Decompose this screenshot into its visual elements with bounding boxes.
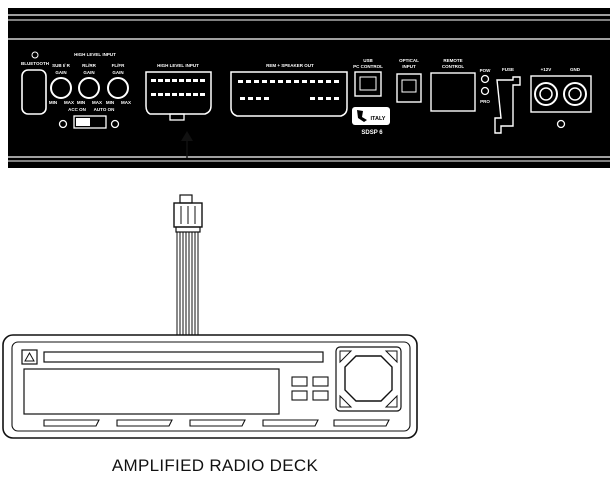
gain-sub-label: SUB I/ R bbox=[52, 63, 71, 68]
gain-label-2: GAIN bbox=[83, 70, 94, 75]
usb-port-inner bbox=[359, 76, 377, 91]
high-level-cable bbox=[173, 194, 203, 335]
gnd-terminal[interactable] bbox=[563, 82, 587, 106]
high-level-input-latch bbox=[169, 113, 185, 121]
optical-input-port[interactable] bbox=[396, 73, 422, 103]
gain-knob-fl[interactable] bbox=[107, 77, 129, 99]
nav-pad-center[interactable] bbox=[344, 355, 393, 402]
optical-label: OPTICAL bbox=[399, 58, 419, 63]
min-label-1: MIN bbox=[49, 100, 57, 105]
gain-rl-label: RL/RR bbox=[82, 63, 96, 68]
acc-auto-switch[interactable] bbox=[73, 115, 107, 129]
max-label-1: MAX bbox=[64, 100, 74, 105]
preset-button-a[interactable] bbox=[291, 376, 308, 387]
fuse-label: FUSE bbox=[502, 67, 514, 72]
gain-knob-rl[interactable] bbox=[78, 77, 100, 99]
remote-control-port[interactable] bbox=[430, 72, 476, 112]
high-level-input-connector bbox=[145, 71, 212, 115]
bottom-button-3[interactable] bbox=[189, 419, 246, 427]
radio-deck-caption: AMPLIFIED RADIO DECK bbox=[111, 456, 319, 475]
gain-label-1: GAIN bbox=[55, 70, 66, 75]
italy-label: ITALY bbox=[371, 116, 386, 122]
rem-speaker-out-connector bbox=[230, 71, 348, 117]
high-level-input-pins bbox=[151, 79, 205, 96]
radio-inner-frame bbox=[11, 341, 411, 432]
nav-arrow-down-right-icon[interactable] bbox=[384, 394, 398, 408]
min-label-2: MIN bbox=[77, 100, 85, 105]
acc-auto-switch-slider bbox=[76, 118, 90, 126]
auto-on-label: AUTO ON bbox=[94, 107, 115, 112]
plus12v-terminal[interactable] bbox=[534, 82, 558, 106]
bottom-button-4[interactable] bbox=[262, 419, 319, 427]
nav-arrow-up-left-icon[interactable] bbox=[339, 350, 353, 364]
cable-boot bbox=[175, 226, 201, 233]
gain-knob-sub[interactable] bbox=[50, 77, 72, 99]
plus12v-terminal-inner bbox=[539, 87, 553, 101]
preset-button-c[interactable] bbox=[291, 390, 308, 401]
acc-on-label: ACC ON bbox=[68, 107, 86, 112]
preset-button-d[interactable] bbox=[312, 390, 329, 401]
fuse-holder bbox=[494, 76, 521, 134]
model-label: SDSP 6 bbox=[361, 130, 383, 136]
power-terminal-block bbox=[530, 75, 592, 113]
input-label: INPUT bbox=[402, 64, 416, 69]
gain-label-3: GAIN bbox=[112, 70, 123, 75]
nav-pad-frame bbox=[335, 346, 402, 412]
bluetooth-icon bbox=[31, 51, 39, 59]
bluetooth-antenna bbox=[21, 69, 47, 115]
bottom-button-2[interactable] bbox=[116, 419, 173, 427]
nav-arrow-down-left-icon[interactable] bbox=[339, 394, 353, 408]
usb-port[interactable] bbox=[354, 71, 382, 97]
pc-control-label: PC CONTROL bbox=[353, 64, 383, 69]
gnd-terminal-inner bbox=[568, 87, 582, 101]
radio-outer-frame bbox=[2, 334, 418, 439]
connection-arrow bbox=[181, 131, 193, 158]
plus12v-label: +12V bbox=[541, 67, 552, 72]
cable-plug-tab bbox=[179, 194, 193, 204]
screw-left-1 bbox=[58, 119, 68, 129]
bottom-button-1[interactable] bbox=[43, 419, 100, 427]
pro-label: PRO bbox=[480, 99, 490, 104]
pro-led bbox=[480, 86, 490, 96]
bottom-button-5[interactable] bbox=[333, 419, 390, 427]
remote-label: REMOTE bbox=[443, 58, 462, 63]
optical-input-inner bbox=[401, 79, 417, 93]
pow-label: POW bbox=[480, 68, 492, 73]
rem-speaker-out-pins bbox=[238, 80, 339, 100]
nav-arrow-up-right-icon[interactable] bbox=[384, 350, 398, 364]
eject-button[interactable] bbox=[21, 349, 38, 365]
bluetooth-label: BLUETOOTH bbox=[21, 61, 49, 66]
gnd-label: GND bbox=[570, 67, 581, 72]
pow-led bbox=[480, 74, 490, 84]
control-label: CONTROL bbox=[442, 64, 464, 69]
max-label-2: MAX bbox=[92, 100, 102, 105]
max-label-3: MAX bbox=[121, 100, 131, 105]
radio-display bbox=[23, 368, 280, 415]
cd-slot bbox=[43, 351, 324, 363]
screw-left-2 bbox=[110, 119, 120, 129]
high-level-input-group-label: HIGH LEVEL INPUT bbox=[74, 52, 116, 57]
gain-fl-label: FL/FR bbox=[112, 63, 125, 68]
amplifier-panel: BLUETOOTH HIGH LEVEL INPUT SUB I/ R RL/R… bbox=[8, 8, 610, 168]
screw-right bbox=[556, 119, 566, 129]
eject-icon bbox=[24, 351, 35, 362]
usb-label: USB bbox=[363, 58, 373, 63]
radio-deck bbox=[2, 334, 418, 439]
italy-boot-icon bbox=[357, 110, 367, 122]
preset-button-b[interactable] bbox=[312, 376, 329, 387]
high-level-input-label: HIGH LEVEL INPUT bbox=[157, 63, 199, 68]
rem-speaker-out-label: REM + SPEAKER OUT bbox=[266, 63, 314, 68]
min-label-3: MIN bbox=[106, 100, 114, 105]
